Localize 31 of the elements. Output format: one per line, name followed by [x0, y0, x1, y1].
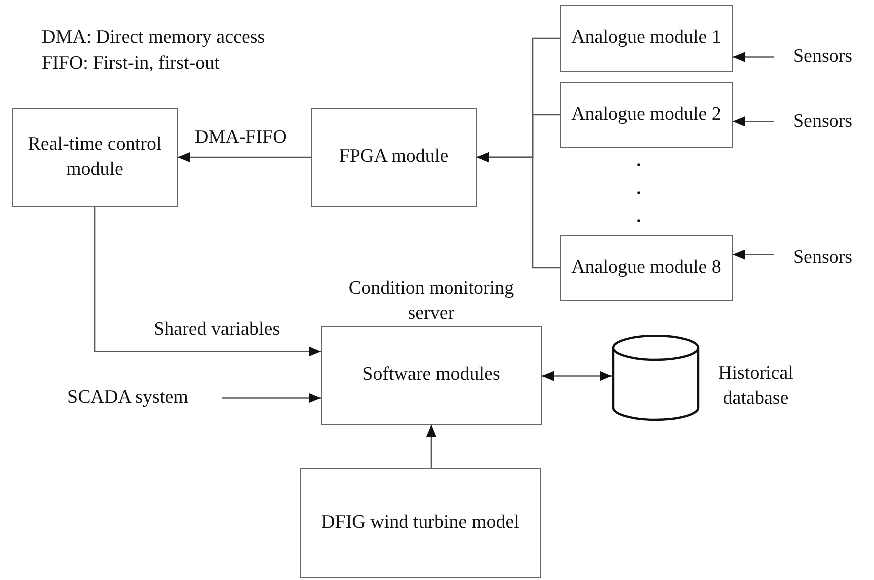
node-text: Sensors [778, 244, 868, 272]
process-box [311, 108, 477, 207]
process-box [560, 235, 733, 301]
process-box [560, 82, 733, 148]
box-label: Analogue module 2 [570, 102, 722, 127]
node-text: SCADA system [44, 384, 212, 412]
group-heading: Condition monitoring server [348, 277, 516, 326]
process-box [560, 5, 733, 72]
note-text: FIFO: First-in, first-out [42, 52, 220, 76]
arrow [178, 152, 311, 162]
arrow [94, 207, 321, 357]
arrow [222, 393, 321, 404]
arrow [542, 371, 612, 382]
note-text: DMA: Direct memory access [42, 26, 266, 50]
arrow [426, 425, 436, 468]
box-label: Real-time control module [27, 132, 163, 182]
node-text: Sensors [778, 43, 868, 71]
process-box [300, 468, 541, 578]
node-caption: Historical database [718, 362, 794, 411]
box-label: Analogue module 8 [570, 256, 722, 280]
arrow [477, 152, 560, 269]
node-text: Sensors [778, 108, 868, 136]
process-box [12, 108, 178, 207]
box-label: DFIG wind turbine model [320, 510, 520, 535]
cylinder-shape [612, 335, 700, 421]
box-label: Software modules [362, 363, 502, 388]
arrow [733, 250, 774, 260]
box-label: FPGA module [338, 145, 450, 170]
arrow [733, 52, 774, 62]
box-label: Analogue module 1 [570, 26, 722, 50]
arrow [733, 116, 774, 127]
